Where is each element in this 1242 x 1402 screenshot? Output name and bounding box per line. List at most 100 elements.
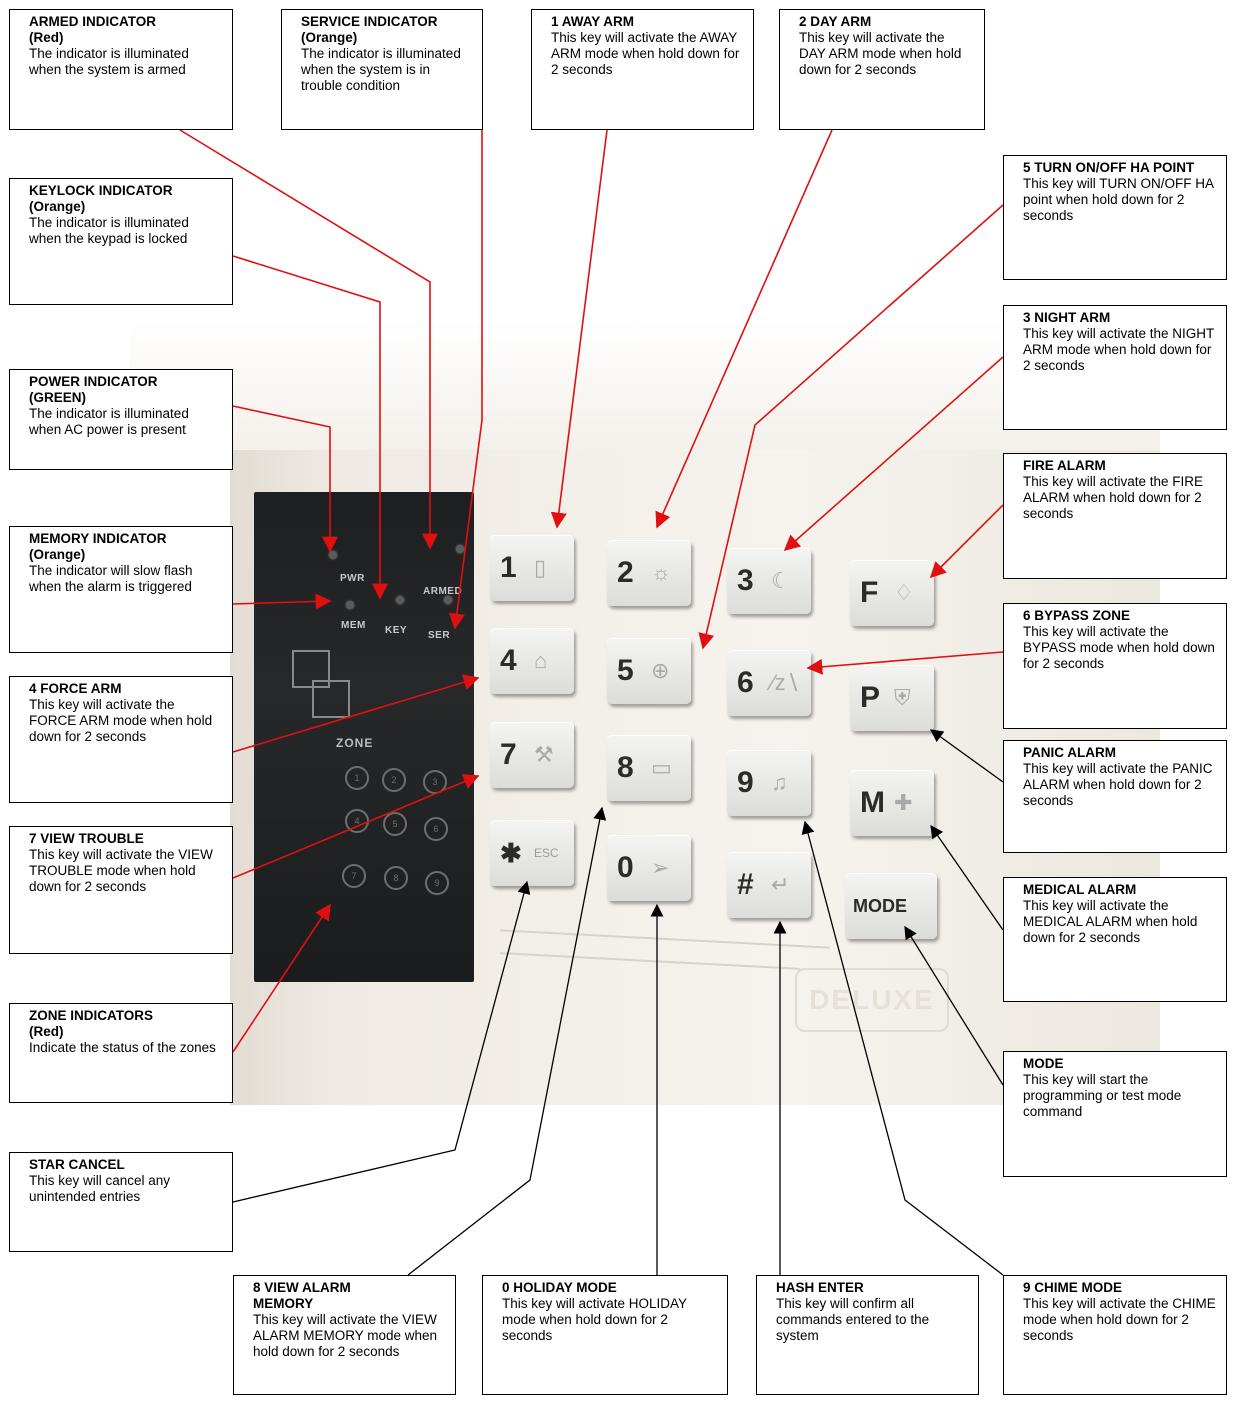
key-label: KEY — [385, 625, 408, 636]
key-1[interactable]: 1▯ — [490, 535, 574, 601]
key-0[interactable]: 0➢ — [607, 835, 691, 901]
key-2[interactable]: 2☼ — [607, 540, 691, 606]
zone-label: ZONE — [336, 736, 374, 750]
zone-led-3: 3 — [423, 770, 447, 794]
key-4-label: 4 — [500, 644, 517, 677]
mem-label: MEM — [341, 620, 366, 631]
callout-desc: The indicator is illuminated when the sy… — [301, 46, 461, 93]
callout-bypass-zone: 6 BYPASS ZONE This key will activate the… — [1003, 603, 1227, 729]
key-8[interactable]: 8▭ — [607, 735, 691, 801]
callout-zone-indicators: ZONE INDICATORS (Red) Indicate the statu… — [9, 1003, 233, 1103]
callout-title: SERVICE INDICATOR (Orange) — [301, 14, 438, 45]
leader-chime — [801, 820, 1004, 1276]
callout-view-trouble: 7 VIEW TROUBLE This key will activate th… — [9, 826, 233, 954]
key-star[interactable]: ✱ESC — [490, 820, 574, 886]
brand-logo: DELUXE — [795, 968, 949, 1032]
callout-hash-enter: HASH ENTER This key will confirm all com… — [756, 1275, 979, 1395]
leader-bypass — [806, 651, 1004, 675]
key-7[interactable]: 7⚒ — [490, 722, 574, 788]
indicator-panel — [254, 492, 474, 982]
callout-panic-alarm: PANIC ALARM This key will activate the P… — [1003, 740, 1227, 853]
zone-led-7: 7 — [342, 864, 366, 888]
callout-day-arm: 2 DAY ARM This key will activate the DAY… — [779, 9, 985, 130]
key-f[interactable]: F♢ — [850, 560, 934, 626]
key-1-label: 1 — [500, 551, 517, 584]
key-p[interactable]: P⛨ — [850, 665, 934, 731]
callout-ha-point: 5 TURN ON/OFF HA POINT This key will TUR… — [1003, 155, 1227, 280]
callout-desc: The indicator is illuminated when the sy… — [29, 46, 189, 77]
zone-led-5: 5 — [383, 812, 407, 836]
callout-desc: This key will activate the FIRE ALARM wh… — [1023, 474, 1204, 521]
callout-memory: MEMORY INDICATOR (Orange) The indicator … — [9, 526, 233, 653]
zone-led-8: 8 — [384, 866, 408, 890]
leader-keylock — [232, 255, 388, 600]
key-3-label: 3 — [737, 564, 754, 597]
callout-star-cancel: STAR CANCEL This key will cancel any uni… — [9, 1152, 233, 1252]
key-4[interactable]: 4⌂ — [490, 628, 574, 694]
leader-power — [232, 405, 338, 553]
zone-led-1: 1 — [345, 766, 369, 790]
cross-icon: ✚ — [894, 790, 913, 815]
callout-desc: The indicator is illuminated when the ke… — [29, 215, 189, 246]
callout-desc: This key will activate the NIGHT ARM mod… — [1023, 326, 1215, 373]
callout-title: MEDICAL ALARM — [1023, 882, 1137, 897]
door-icon: ▯ — [534, 555, 547, 580]
key-f-label: F — [860, 576, 879, 609]
callout-title: 6 BYPASS ZONE — [1023, 608, 1131, 623]
callout-title: ZONE INDICATORS (Red) — [29, 1008, 154, 1039]
key-mode[interactable]: MODE — [845, 873, 937, 939]
key-2-label: 2 — [617, 556, 634, 589]
callout-desc: This key will activate the VIEW ALARM ME… — [253, 1312, 438, 1359]
zone-led-9: 9 — [425, 871, 449, 895]
callout-title: 0 HOLIDAY MODE — [502, 1280, 617, 1295]
wall-background — [130, 320, 1160, 460]
callout-medical-alarm: MEDICAL ALARM This key will activate the… — [1003, 877, 1227, 1002]
key-9[interactable]: 9♫ — [727, 750, 811, 816]
leader-fire — [929, 504, 1004, 579]
sensor-window — [312, 680, 350, 718]
key-m[interactable]: M✚ — [850, 770, 934, 836]
bell-icon: ♫ — [771, 770, 788, 795]
leader-zone — [232, 903, 331, 1053]
padlock-icon: ⌂ — [534, 648, 548, 673]
callout-desc: This key will start the programming or t… — [1023, 1072, 1182, 1119]
callout-title: 4 FORCE ARM — [29, 681, 122, 696]
callout-service: SERVICE INDICATOR (Orange) The indicator… — [281, 9, 483, 130]
key-mode-label: MODE — [853, 895, 907, 916]
callout-keylock: KEYLOCK INDICATOR (Orange) The indicator… — [9, 178, 233, 305]
callout-title: HASH ENTER — [776, 1280, 864, 1295]
callout-title: ARMED INDICATOR (Red) — [29, 14, 156, 45]
callout-title: KEYLOCK INDICATOR (Orange) — [29, 183, 173, 214]
callout-desc: This key will cancel any unintended entr… — [29, 1173, 171, 1204]
callout-title: MODE — [1023, 1056, 1064, 1071]
sun-icon: ☼ — [651, 560, 672, 585]
callout-title: MEMORY INDICATOR (Orange) — [29, 531, 167, 562]
key-5[interactable]: 5⊕ — [607, 638, 691, 704]
callout-desc: This key will confirm all commands enter… — [776, 1296, 930, 1343]
key-3[interactable]: 3☾ — [727, 548, 811, 614]
callout-desc: This key will activate HOLIDAY mode when… — [502, 1296, 687, 1343]
key-hash[interactable]: #↵ — [727, 852, 811, 918]
key-6[interactable]: 6⁄z∖ — [727, 650, 811, 716]
key-m-label: M — [860, 786, 885, 819]
callout-title: 5 TURN ON/OFF HA POINT — [1023, 160, 1195, 175]
callout-desc: The indicator will slow flash when the a… — [29, 563, 193, 594]
callout-title: POWER INDICATOR (GREEN) — [29, 374, 158, 405]
callout-title: 3 NIGHT ARM — [1023, 310, 1111, 325]
leader-viewmem — [407, 806, 607, 1276]
callout-desc: This key will activate the CHIME mode wh… — [1023, 1296, 1216, 1343]
leader-star — [232, 880, 531, 1203]
callout-title: 7 VIEW TROUBLE — [29, 831, 144, 846]
leader-panic — [929, 729, 1004, 783]
leader-service — [448, 130, 483, 630]
key-6-label: 6 — [737, 666, 754, 699]
sensor-window — [292, 650, 330, 688]
leader-medical — [930, 824, 1004, 931]
pwr-label: PWR — [340, 573, 365, 584]
callout-desc: The indicator is illuminated when AC pow… — [29, 406, 189, 437]
bulb-icon: ⊕ — [651, 658, 670, 683]
leader-memory — [232, 593, 332, 610]
callout-desc: This key will activate the FORCE ARM mod… — [29, 697, 213, 744]
callout-title: 8 VIEW ALARM MEMORY — [253, 1280, 351, 1311]
callout-armed: ARMED INDICATOR (Red) The indicator is i… — [9, 9, 233, 130]
